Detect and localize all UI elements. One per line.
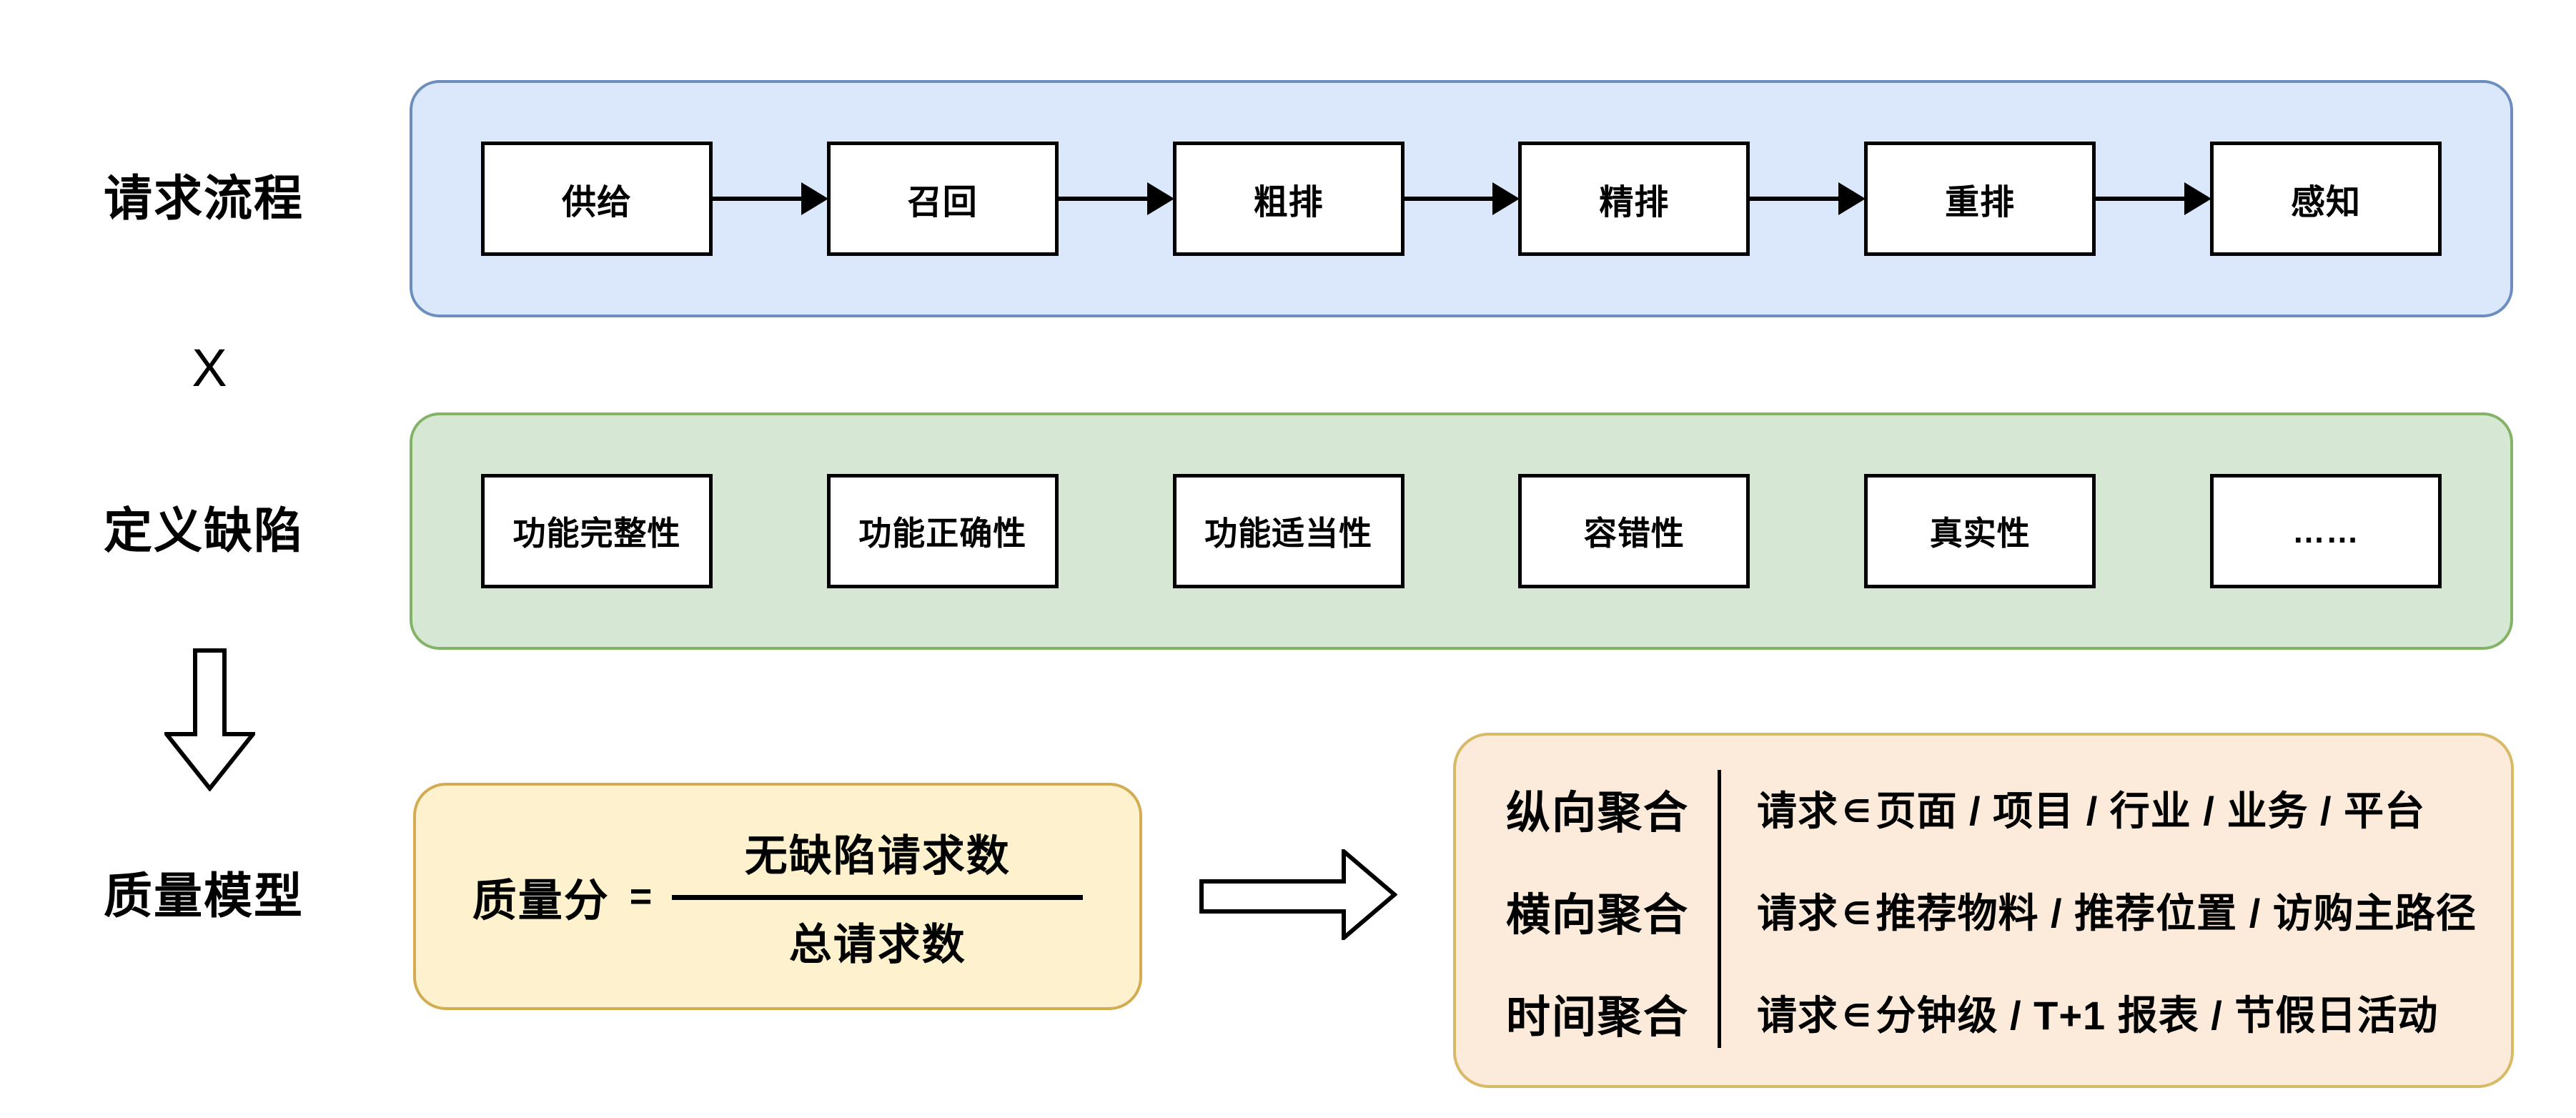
row-label-request-flow: 请求流程 — [103, 172, 304, 226]
fraction-denominator: 总请求数 — [788, 920, 966, 969]
right-arrow-icon — [1199, 849, 1397, 940]
defect-container: 功能完整性 功能正确性 功能适当性 容错性 真实性 …… — [410, 412, 2513, 650]
flow-arrow — [1404, 182, 1520, 215]
aggregation-row-text: 请求∈推荐物料 / 推荐位置 / 访购主路径 — [1757, 891, 2477, 936]
aggregation-row-text: 请求∈分钟级 / T+1 报表 / 节假日活动 — [1757, 993, 2439, 1038]
defect-box: 真实性 — [1864, 474, 2096, 588]
flow-step-box: 重排 — [1864, 142, 2096, 256]
aggregation-card: 纵向聚合 横向聚合 时间聚合 请求∈页面 / 项目 / 行业 / 业务 / 平台… — [1453, 733, 2514, 1088]
equals-sign: = — [629, 875, 653, 918]
fraction-numerator: 无缺陷请求数 — [744, 831, 1011, 880]
aggregation-row-text: 请求∈页面 / 项目 / 行业 / 业务 / 平台 — [1757, 788, 2426, 833]
flow-step-box: 精排 — [1518, 142, 1750, 256]
defect-box: …… — [2209, 474, 2442, 588]
flow-step-box: 粗排 — [1172, 142, 1405, 256]
flow-step-box: 供给 — [481, 142, 713, 256]
request-flow-container: 供给 召回 粗排 精排 重排 感知 — [410, 80, 2513, 317]
flow-arrow — [2096, 182, 2211, 215]
element-of-symbol: ∈ — [1843, 794, 1872, 829]
aggregation-text-column: 请求∈页面 / 项目 / 行业 / 业务 / 平台 请求∈推荐物料 / 推荐位置… — [1721, 757, 2482, 1064]
element-of-symbol: ∈ — [1843, 896, 1872, 931]
defect-box: 功能完整性 — [481, 474, 713, 588]
formula-card: 质量分 = 无缺陷请求数 总请求数 — [413, 783, 1142, 1010]
defect-box: 容错性 — [1518, 474, 1750, 588]
flow-arrow — [1058, 182, 1174, 215]
aggregation-row-label: 时间聚合 — [1505, 992, 1689, 1042]
fraction-bar — [672, 894, 1084, 900]
element-of-symbol: ∈ — [1843, 999, 1872, 1034]
formula-lhs: 质量分 — [472, 876, 610, 926]
fraction: 无缺陷请求数 总请求数 — [672, 821, 1084, 972]
flow-arrow — [713, 182, 828, 215]
flow-step-box: 感知 — [2209, 142, 2442, 256]
row-label-define-defects: 定义缺陷 — [103, 504, 304, 558]
down-arrow-icon — [164, 648, 255, 791]
defect-box: 功能正确性 — [826, 474, 1059, 588]
row-label-quality-model: 质量模型 — [103, 869, 304, 924]
aggregation-label-column: 纵向聚合 横向聚合 时间聚合 — [1477, 757, 1718, 1064]
multiply-symbol: X — [192, 338, 227, 397]
aggregation-divider — [1718, 770, 1721, 1048]
aggregation-row-label: 横向聚合 — [1505, 890, 1689, 940]
flow-step-box: 召回 — [826, 142, 1059, 256]
defect-box: 功能适当性 — [1172, 474, 1405, 588]
aggregation-row-label: 纵向聚合 — [1505, 788, 1689, 838]
flow-arrow — [1750, 182, 1866, 215]
